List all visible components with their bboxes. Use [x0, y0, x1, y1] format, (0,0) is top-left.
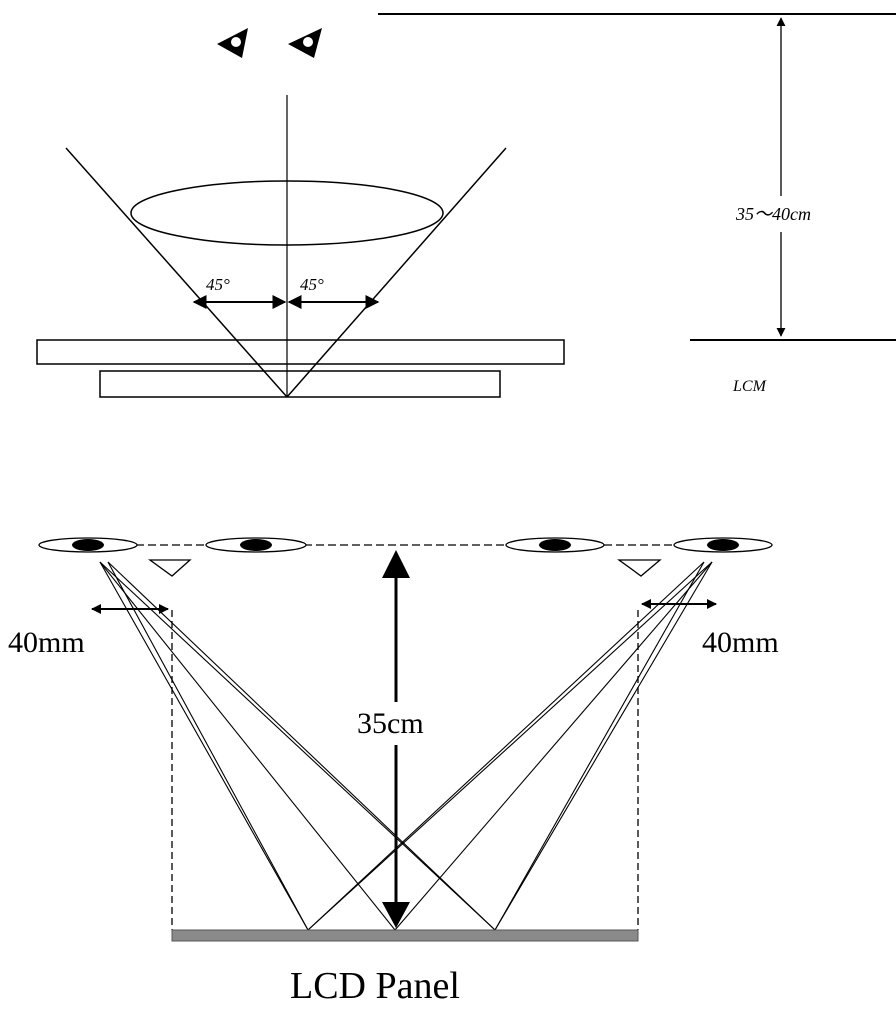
angle-left-label: 45° [206, 275, 230, 294]
lcd-panel [171, 929, 639, 942]
eye-icon [38, 537, 138, 553]
lcm-back-plate [99, 370, 501, 398]
distance-label: 35～40cm [735, 204, 811, 224]
eye-icon [205, 537, 307, 553]
top-diagram: 45° 45° 35～40cm LCM [36, 13, 896, 398]
distance-arrow-up-head [382, 550, 410, 578]
eye-icon [288, 28, 322, 58]
nose-icon [148, 559, 192, 577]
offset-left-label: 40mm [8, 626, 85, 659]
distance-label: 35cm [357, 707, 424, 740]
nose-icon [617, 559, 662, 577]
lcm-label: LCM [732, 378, 768, 395]
eye-icon [673, 537, 773, 553]
right-sight-lines [307, 561, 713, 931]
cone-left-line [65, 147, 288, 398]
cone-ellipse [130, 180, 444, 246]
bottom-diagram: 40mm 40mm 35cm LCD Panel [8, 537, 779, 1007]
eye-icon [505, 537, 605, 553]
cone-right-line [286, 147, 507, 398]
angle-right-label: 45° [300, 275, 324, 294]
lcm-front-plate [36, 339, 565, 365]
eye-icon [217, 28, 248, 58]
distance-arrow-down-head [382, 902, 410, 928]
lcd-panel-label: LCD Panel [290, 965, 460, 1007]
offset-right-label: 40mm [702, 626, 779, 659]
left-sight-lines [99, 561, 496, 931]
